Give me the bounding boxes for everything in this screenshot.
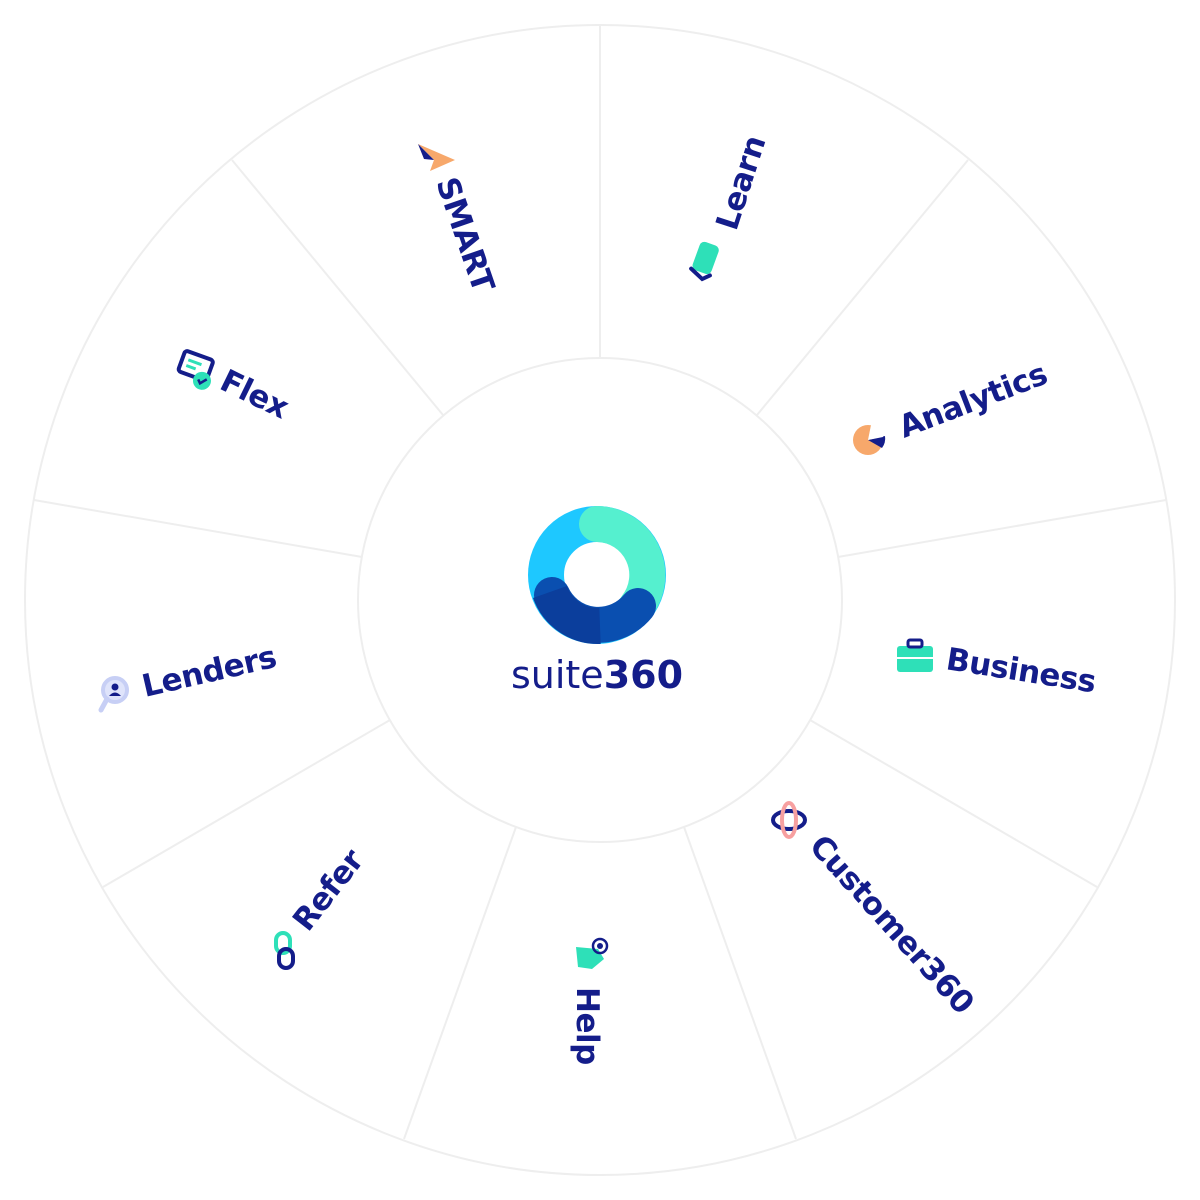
brand-word: suite (511, 653, 604, 697)
spoke (756, 159, 969, 416)
spoke (102, 719, 391, 888)
segment-analytics[interactable]: Analytics (853, 356, 1052, 455)
segment-label: Refer (286, 842, 372, 938)
paper-plane-icon (418, 144, 455, 171)
segment-label: Analytics (894, 356, 1052, 445)
brand-number: 360 (604, 653, 683, 697)
suite360-logo[interactable]: suite360 (511, 506, 683, 697)
pie-chart-icon (853, 425, 886, 455)
spoke (837, 499, 1167, 558)
segment-help[interactable]: Help (569, 937, 609, 1065)
segment-lenders[interactable]: Lenders (98, 639, 280, 713)
segment-label: Help (569, 987, 605, 1065)
segment-flex[interactable]: Flex (174, 349, 294, 427)
logo-ring-icon (528, 506, 666, 644)
pointer-hand-icon (576, 937, 609, 969)
spoke (809, 719, 1098, 888)
segment-label: Business (944, 641, 1099, 700)
segment-label: Learn (709, 132, 773, 235)
segment-refer[interactable]: Refer (274, 842, 372, 970)
segment-label: Customer360 (802, 828, 981, 1021)
spoke (403, 826, 517, 1140)
magnifier-person-icon (98, 676, 129, 713)
graduation-hand-icon (689, 241, 719, 282)
segment-smart[interactable]: SMART (418, 144, 501, 297)
orbit-icon (771, 801, 807, 839)
segment-customer360[interactable]: Customer360 (771, 801, 981, 1021)
segment-label: SMART (428, 173, 501, 297)
brand-name: suite360 (511, 653, 683, 697)
segment-learn[interactable]: Learn (689, 132, 773, 282)
hub-ring (357, 357, 843, 843)
segment-label: Flex (214, 363, 294, 427)
segment-label: Lenders (139, 639, 280, 705)
briefcase-icon (897, 638, 933, 672)
spoke (33, 499, 363, 558)
segment-business[interactable]: Business (897, 638, 1099, 700)
spoke (683, 826, 797, 1140)
document-check-icon (176, 349, 215, 390)
spoke (231, 159, 444, 416)
link-icon (274, 931, 295, 970)
spokes (33, 25, 1167, 1140)
